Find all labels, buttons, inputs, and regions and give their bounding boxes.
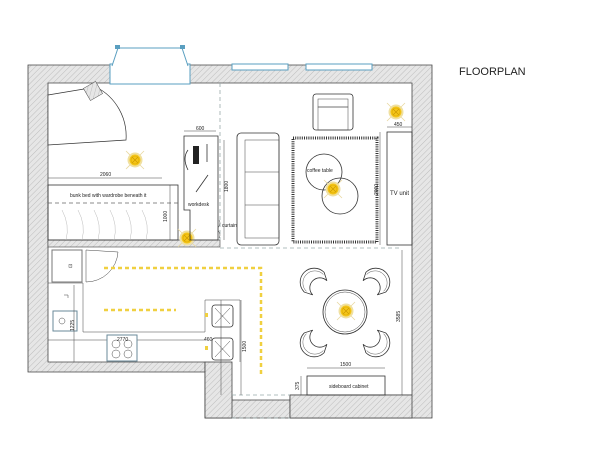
dim-kitchen-length: 2770 <box>117 337 128 343</box>
interior-wall <box>47 239 221 248</box>
dim-dining-length: 3585 <box>396 311 402 322</box>
dim-tv-length: 2000 <box>374 184 380 195</box>
ceiling-lamp <box>323 179 343 199</box>
bunk-bed-label: bunk bed with wardrobe beneath it <box>70 193 147 199</box>
coffee-table-label: coffee table <box>307 168 333 174</box>
ceiling-lamp <box>177 228 197 248</box>
led-strip <box>104 266 263 377</box>
dim-island-length: 1500 <box>242 341 248 352</box>
dim-island-gap: 460 <box>204 337 213 343</box>
cooktop <box>106 334 138 362</box>
bunk-bed: bunk bed with wardrobe beneath it 2060 1… <box>47 172 179 241</box>
ceiling-lamp <box>125 150 145 170</box>
dim-sideboard-depth: 375 <box>295 381 301 390</box>
dim-sideboard-length: 1500 <box>340 362 351 368</box>
bay-window <box>109 45 191 85</box>
ceiling-lamp <box>336 301 356 321</box>
ceiling-lamp <box>386 102 406 122</box>
window <box>305 63 373 71</box>
coffee-table: coffee table <box>305 153 359 215</box>
armchair <box>312 93 354 131</box>
dim-tv-depth: 450 <box>394 122 403 128</box>
workdesk: 600 1800 workdesk curtain <box>183 126 237 241</box>
sideboard-cabinet: 1500 sideboard cabinet 375 <box>295 362 386 396</box>
dim-desk-width: 600 <box>196 126 205 132</box>
dining-set <box>293 261 397 364</box>
dim-bed-length: 2060 <box>100 172 111 178</box>
workdesk-label: workdesk <box>188 202 210 208</box>
tv-unit: TV unit 450 2000 <box>374 122 413 246</box>
bottom-notch-right <box>289 394 413 419</box>
bottom-notch-left <box>204 361 233 419</box>
svg-text:⊡: ⊡ <box>68 264 74 268</box>
sideboard-label: sideboard cabinet <box>329 384 369 390</box>
dim-sink-width: 1225 <box>70 320 76 331</box>
kitchen: ⊡ 1225 2770 460 1500 <box>48 249 248 395</box>
bedroom-door[interactable] <box>47 86 127 146</box>
dim-desk-length: 1800 <box>224 181 230 192</box>
dim-bed-height: 1000 <box>163 211 169 222</box>
curtain-label: curtain <box>222 223 237 229</box>
window <box>231 63 289 71</box>
tv-unit-label: TV unit <box>390 191 409 197</box>
floorplan-title: FLOORPLAN <box>459 66 526 78</box>
sofa <box>236 132 280 246</box>
